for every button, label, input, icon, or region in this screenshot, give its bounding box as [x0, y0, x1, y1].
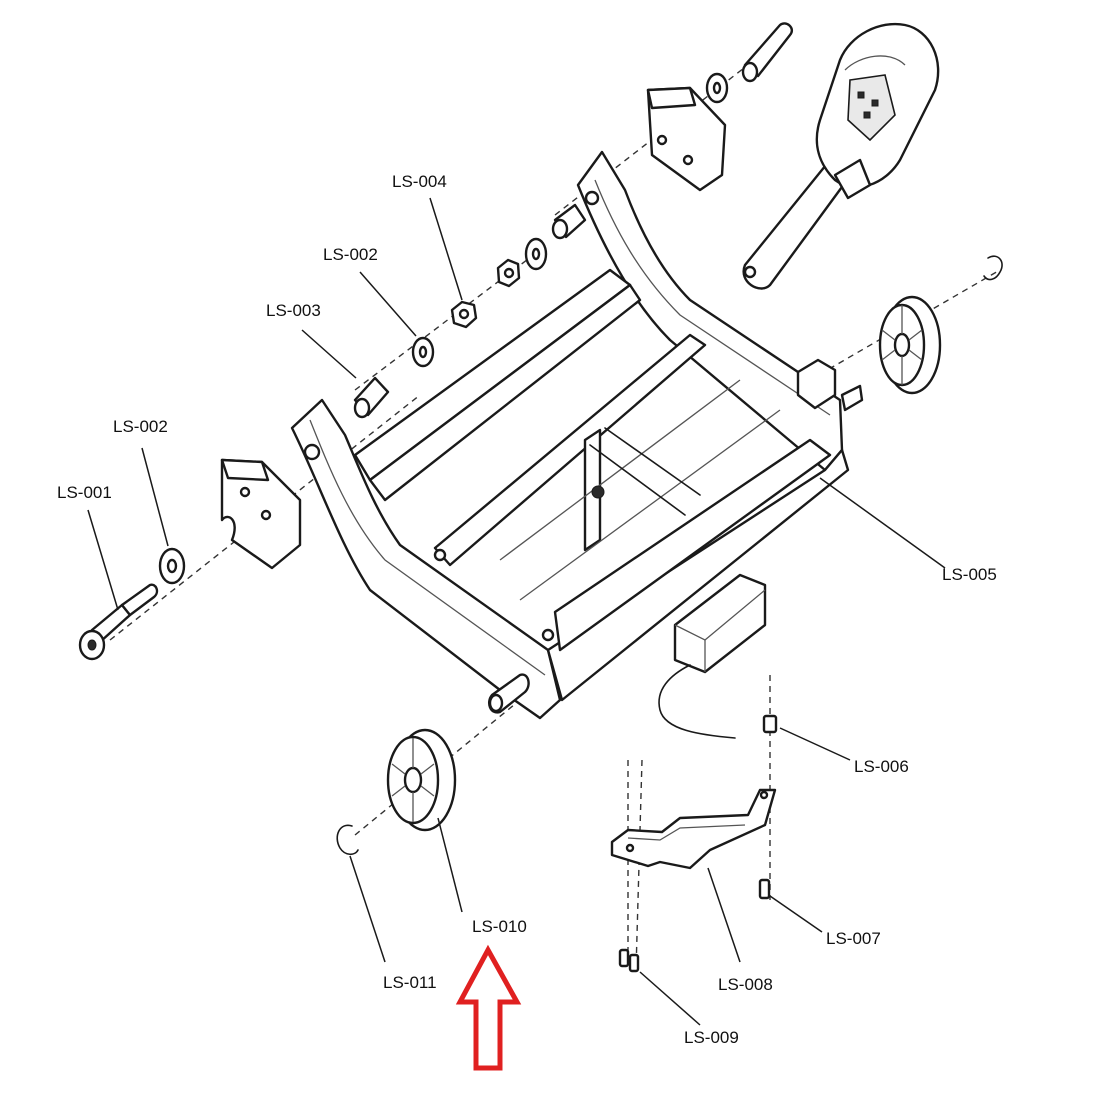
- screw-part: [762, 714, 778, 734]
- leader-lines: [87, 197, 946, 1026]
- power-supply-part: [658, 573, 767, 739]
- small-screws: [618, 878, 771, 973]
- label-ls-005: LS-005: [942, 565, 997, 584]
- front-wheel-part: [386, 728, 457, 832]
- label-ls-006: LS-006: [854, 757, 909, 776]
- upper-bracket-part: [646, 86, 727, 192]
- washer-part: [411, 336, 435, 368]
- label-ls-004: LS-004: [392, 172, 447, 191]
- actuator-part: [742, 22, 940, 290]
- spacer-part: [353, 376, 390, 419]
- label-ls-002-lower: LS-002: [113, 417, 168, 436]
- main-frame-part: [290, 150, 864, 720]
- label-ls-007: LS-007: [826, 929, 881, 948]
- label-ls-001: LS-001: [57, 483, 112, 502]
- right-wheel-part: [878, 255, 1003, 395]
- nut-part: [450, 300, 478, 329]
- washer-part: [158, 547, 186, 585]
- up-arrow-icon: [455, 944, 522, 1071]
- clip-part: [336, 824, 359, 856]
- label-ls-011: LS-011: [383, 973, 437, 992]
- label-ls-010: LS-010: [472, 917, 527, 936]
- label-ls-002-upper: LS-002: [323, 245, 378, 264]
- upper-hardware: [496, 22, 794, 288]
- label-ls-008: LS-008: [718, 975, 773, 994]
- label-ls-003: LS-003: [266, 301, 321, 320]
- bolt-part: [78, 583, 159, 661]
- label-ls-009: LS-009: [684, 1028, 739, 1047]
- mounting-bracket-part: [610, 788, 777, 870]
- left-bracket-part: [220, 458, 302, 570]
